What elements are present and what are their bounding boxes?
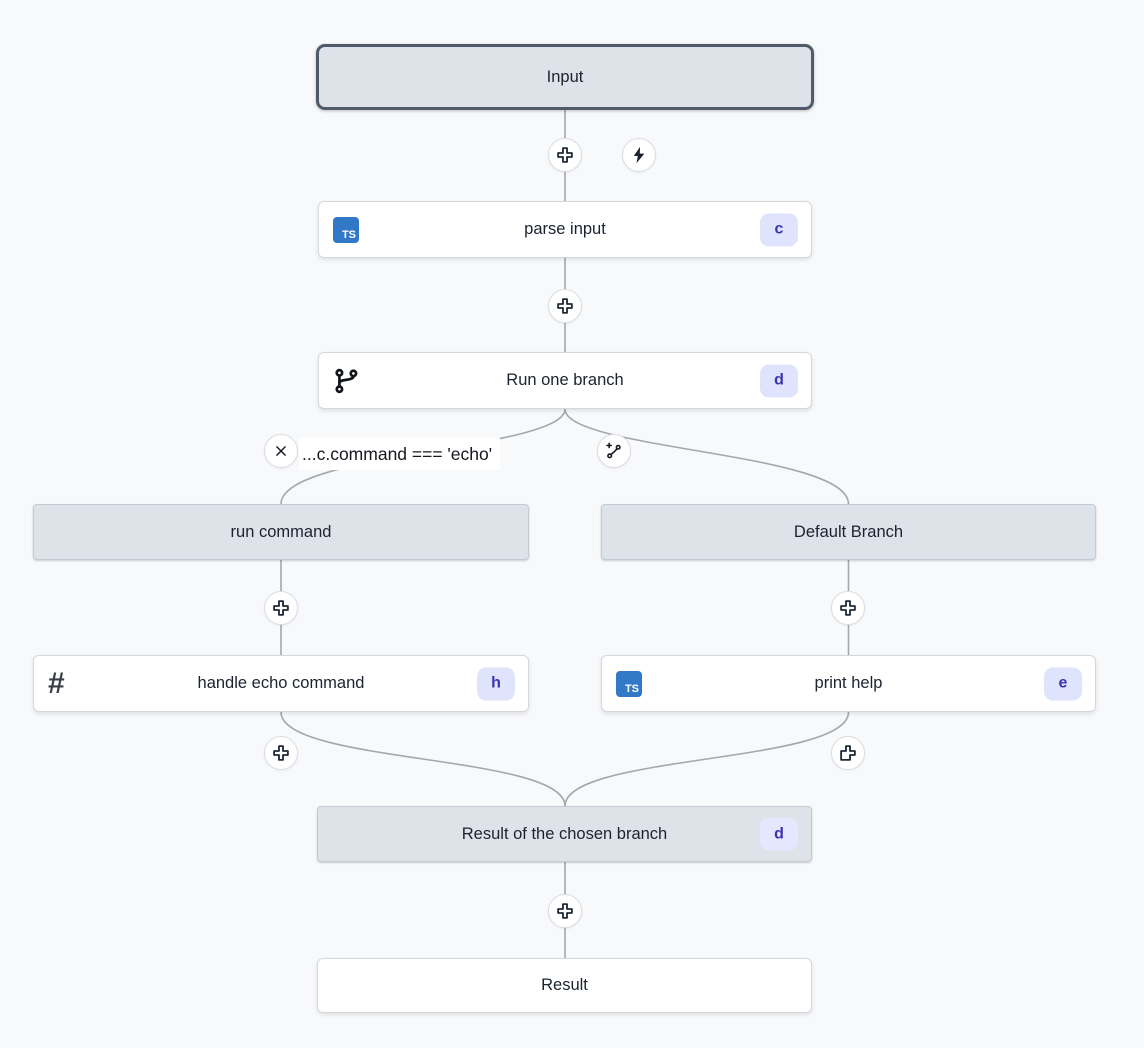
typescript-icon-label: TS — [624, 682, 639, 695]
add-step-button[interactable] — [264, 591, 298, 625]
node-run-one-branch-label: Run one branch — [506, 371, 624, 389]
x-icon — [276, 446, 286, 456]
add-step-button[interactable] — [831, 591, 865, 625]
node-print-help-label: print help — [814, 674, 883, 692]
plus-icon — [840, 745, 856, 761]
node-parse-input-label: parse input — [524, 220, 606, 238]
plus-icon — [557, 903, 573, 919]
hash-icon: # — [48, 666, 65, 700]
node-result[interactable]: Result — [317, 958, 812, 1013]
node-parse-input-badge: c — [760, 213, 798, 246]
node-handle-echo-command-badge: h — [477, 667, 515, 700]
node-print-help[interactable]: TS print help e — [601, 655, 1096, 712]
node-handle-echo-command-label: handle echo command — [197, 674, 365, 692]
add-step-button[interactable] — [548, 289, 582, 323]
branch-condition-label[interactable]: ...c.command === 'echo' — [299, 438, 501, 470]
node-run-one-branch[interactable]: Run one branch d — [318, 352, 812, 409]
node-input[interactable]: Input — [316, 44, 814, 110]
add-step-button[interactable] — [264, 736, 298, 770]
typescript-icon: TS — [333, 216, 359, 243]
node-run-one-branch-badge: d — [760, 364, 798, 397]
plus-icon — [273, 745, 289, 761]
add-step-button[interactable] — [831, 736, 865, 770]
edge-merge-right — [564, 711, 850, 807]
lightning-icon — [633, 146, 645, 164]
plus-icon — [557, 147, 573, 163]
node-parse-input[interactable]: TS parse input c — [318, 201, 812, 258]
edge-merge-left — [280, 711, 566, 807]
node-result-branch-label: Result of the chosen branch — [461, 824, 668, 843]
add-branch-button[interactable] — [597, 434, 631, 468]
branch-condition-button[interactable] — [264, 434, 298, 468]
branch-header-run-command[interactable]: run command — [33, 504, 529, 560]
plus-icon — [273, 600, 289, 616]
node-input-label: Input — [546, 67, 584, 86]
add-branch-icon — [606, 442, 621, 459]
plus-icon — [840, 600, 856, 616]
plus-icon — [557, 298, 573, 314]
git-branch-icon — [333, 367, 361, 395]
node-result-branch-badge: d — [760, 817, 798, 851]
node-result-branch[interactable]: Result of the chosen branch d — [317, 806, 812, 862]
branch-header-default[interactable]: Default Branch — [601, 504, 1096, 560]
typescript-icon: TS — [616, 670, 642, 697]
node-print-help-badge: e — [1044, 667, 1082, 700]
trigger-button[interactable] — [622, 138, 656, 172]
typescript-icon-label: TS — [341, 228, 356, 241]
branch-header-default-label: Default Branch — [793, 522, 904, 541]
node-result-label: Result — [541, 976, 588, 994]
node-handle-echo-command[interactable]: # handle echo command h — [33, 655, 529, 712]
branch-header-run-command-label: run command — [230, 522, 332, 541]
add-step-button[interactable] — [548, 138, 582, 172]
add-step-button[interactable] — [548, 894, 582, 928]
